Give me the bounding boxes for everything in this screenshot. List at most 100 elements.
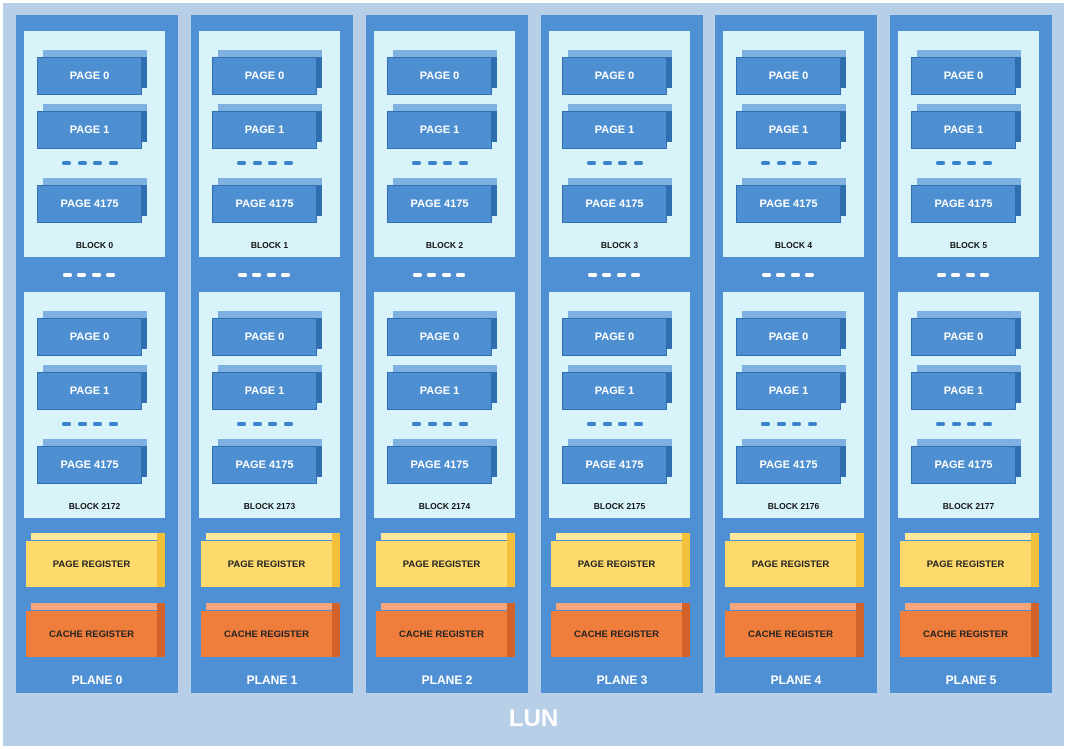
plane-1: PAGE 0 PAGE 1 PAGE 4175 BLOCK 1 PAGE 0 P…: [191, 15, 353, 693]
page: PAGE 4175: [212, 178, 322, 223]
page: PAGE 1: [911, 365, 1021, 410]
ellipsis-dots: [62, 422, 118, 428]
cache-register: CACHE REGISTER: [201, 603, 340, 657]
page: PAGE 4175: [387, 178, 497, 223]
ellipsis-dots: [587, 422, 643, 428]
plane-label: PLANE 5: [945, 673, 997, 687]
block: PAGE 0 PAGE 1 PAGE 4175 BLOCK 2177: [898, 292, 1039, 518]
block-label: BLOCK 2174: [418, 501, 471, 511]
page: PAGE 4175: [387, 439, 497, 484]
cache-register: CACHE REGISTER: [725, 603, 864, 657]
page: PAGE 0: [387, 311, 497, 356]
page: PAGE 0: [37, 311, 147, 356]
ellipsis-dots: [761, 161, 817, 167]
lun-label: LUN: [508, 705, 559, 732]
block-ellipsis-dots: [588, 273, 640, 279]
block-label: BLOCK 4: [774, 240, 813, 250]
page: PAGE 1: [562, 104, 672, 149]
cache-register: CACHE REGISTER: [376, 603, 515, 657]
block-label: BLOCK 0: [75, 240, 114, 250]
block: PAGE 0 PAGE 1 PAGE 4175 BLOCK 2172: [24, 292, 165, 518]
page: PAGE 1: [212, 365, 322, 410]
page: PAGE 1: [37, 104, 147, 149]
page: PAGE 4175: [37, 178, 147, 223]
page: PAGE 1: [562, 365, 672, 410]
page: PAGE 1: [736, 104, 846, 149]
page: PAGE 4175: [736, 178, 846, 223]
block: PAGE 0 PAGE 1 PAGE 4175 BLOCK 2176: [723, 292, 864, 518]
plane-label: PLANE 1: [246, 673, 298, 687]
block-ellipsis-dots: [762, 273, 814, 279]
page-register: PAGE REGISTER: [900, 533, 1039, 587]
page: PAGE 0: [736, 50, 846, 95]
page: PAGE 0: [736, 311, 846, 356]
page: PAGE 0: [387, 50, 497, 95]
plane-5: PAGE 0 PAGE 1 PAGE 4175 BLOCK 5 PAGE 0 P…: [890, 15, 1052, 693]
page: PAGE 4175: [37, 439, 147, 484]
page: PAGE 0: [212, 50, 322, 95]
ellipsis-dots: [587, 161, 643, 167]
block-ellipsis-dots: [937, 273, 989, 279]
block: PAGE 0 PAGE 1 PAGE 4175 BLOCK 1: [199, 31, 340, 257]
block-label: BLOCK 2: [425, 240, 464, 250]
page: PAGE 1: [387, 365, 497, 410]
block: PAGE 0 PAGE 1 PAGE 4175 BLOCK 3: [549, 31, 690, 257]
ellipsis-dots: [761, 422, 817, 428]
block-label: BLOCK 2173: [243, 501, 296, 511]
page: PAGE 4175: [736, 439, 846, 484]
block-ellipsis-dots: [63, 273, 115, 279]
plane-label: PLANE 2: [421, 673, 473, 687]
cache-register: CACHE REGISTER: [26, 603, 165, 657]
block-label: BLOCK 2176: [767, 501, 820, 511]
block-label: BLOCK 5: [949, 240, 988, 250]
page: PAGE 1: [387, 104, 497, 149]
page: PAGE 4175: [911, 178, 1021, 223]
page-register: PAGE REGISTER: [201, 533, 340, 587]
lun-container: PAGE 0 PAGE 1 PAGE 4175 BLOCK 0 PAGE 0 P…: [3, 3, 1064, 746]
ellipsis-dots: [936, 161, 992, 167]
block-label: BLOCK 2175: [593, 501, 646, 511]
page: PAGE 0: [911, 50, 1021, 95]
plane-3: PAGE 0 PAGE 1 PAGE 4175 BLOCK 3 PAGE 0 P…: [541, 15, 703, 693]
cache-register: CACHE REGISTER: [551, 603, 690, 657]
block-label: BLOCK 1: [250, 240, 289, 250]
plane-label: PLANE 0: [71, 673, 123, 687]
page-register: PAGE REGISTER: [376, 533, 515, 587]
ellipsis-dots: [412, 422, 468, 428]
cache-register: CACHE REGISTER: [900, 603, 1039, 657]
page: PAGE 1: [212, 104, 322, 149]
ellipsis-dots: [412, 161, 468, 167]
block: PAGE 0 PAGE 1 PAGE 4175 BLOCK 0: [24, 31, 165, 257]
block-label: BLOCK 2172: [68, 501, 121, 511]
page: PAGE 0: [562, 50, 672, 95]
page: PAGE 0: [37, 50, 147, 95]
page: PAGE 0: [911, 311, 1021, 356]
page: PAGE 4175: [562, 178, 672, 223]
ellipsis-dots: [237, 422, 293, 428]
page-register: PAGE REGISTER: [725, 533, 864, 587]
page: PAGE 1: [37, 365, 147, 410]
ellipsis-dots: [62, 161, 118, 167]
page-register: PAGE REGISTER: [26, 533, 165, 587]
page: PAGE 1: [736, 365, 846, 410]
page: PAGE 4175: [911, 439, 1021, 484]
page: PAGE 0: [212, 311, 322, 356]
block: PAGE 0 PAGE 1 PAGE 4175 BLOCK 2175: [549, 292, 690, 518]
block-label: BLOCK 2177: [942, 501, 995, 511]
plane-4: PAGE 0 PAGE 1 PAGE 4175 BLOCK 4 PAGE 0 P…: [715, 15, 877, 693]
page-register: PAGE REGISTER: [551, 533, 690, 587]
page: PAGE 4175: [562, 439, 672, 484]
block: PAGE 0 PAGE 1 PAGE 4175 BLOCK 2173: [199, 292, 340, 518]
plane-0: PAGE 0 PAGE 1 PAGE 4175 BLOCK 0 PAGE 0 P…: [16, 15, 178, 693]
ellipsis-dots: [936, 422, 992, 428]
ellipsis-dots: [237, 161, 293, 167]
plane-label: PLANE 4: [770, 673, 822, 687]
plane-label: PLANE 3: [596, 673, 648, 687]
plane-2: PAGE 0 PAGE 1 PAGE 4175 BLOCK 2 PAGE 0 P…: [366, 15, 528, 693]
page: PAGE 0: [562, 311, 672, 356]
page: PAGE 1: [911, 104, 1021, 149]
block: PAGE 0 PAGE 1 PAGE 4175 BLOCK 2: [374, 31, 515, 257]
block-ellipsis-dots: [238, 273, 290, 279]
block-label: BLOCK 3: [600, 240, 639, 250]
block: PAGE 0 PAGE 1 PAGE 4175 BLOCK 5: [898, 31, 1039, 257]
